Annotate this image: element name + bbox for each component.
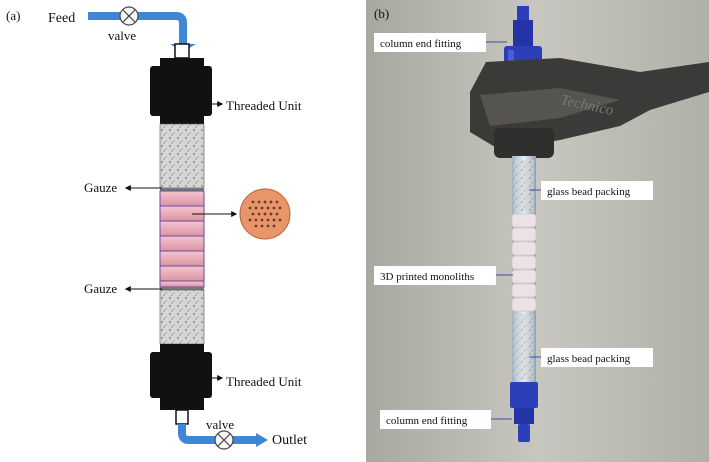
valve-bottom-label: valve — [206, 417, 234, 432]
callout-column-end-fitting-top: column end fitting — [374, 33, 507, 52]
bottom-gauze — [160, 287, 204, 290]
bottom-bead-packing — [514, 314, 534, 380]
gauze-top-label: Gauze — [84, 180, 117, 195]
bottom-cap — [160, 398, 204, 410]
top-glass-bead-section — [159, 123, 205, 189]
monolith-cross-section-icon — [239, 188, 291, 240]
outlet-arrow — [256, 433, 268, 447]
monolith-stack — [159, 190, 205, 288]
callout-column-end-fitting-bottom: column end fitting — [380, 410, 512, 429]
valve-top-label: valve — [108, 28, 136, 43]
bottom-threaded-unit — [150, 352, 212, 398]
panel-a: (a) Feed valve Threaded Unit Gauze — [6, 6, 307, 450]
callout-glass-bead-packing-bottom: glass bead packing — [529, 348, 653, 367]
feed-pipe — [88, 12, 187, 44]
printed-monolith-stack — [511, 213, 537, 312]
top-threaded-neck — [160, 116, 204, 124]
valve-bottom-icon — [214, 430, 234, 450]
glass-bead-packing-bottom-label: glass bead packing — [547, 353, 631, 365]
top-bead-packing — [514, 160, 534, 212]
panel-a-label: (a) — [6, 8, 20, 23]
top-threaded-unit — [150, 66, 212, 116]
top-connector — [174, 43, 190, 59]
glass-bead-packing-top-label: glass bead packing — [547, 186, 631, 198]
column-end-fitting-bottom-label: column end fitting — [386, 415, 468, 427]
top-cap — [160, 58, 204, 66]
printed-monoliths-label: 3D printed monoliths — [380, 271, 474, 283]
threaded-unit-bottom-label: Threaded Unit — [226, 374, 302, 389]
feed-label: Feed — [48, 11, 75, 26]
bottom-end-fitting — [510, 382, 538, 442]
gauze-bottom-label: Gauze — [84, 281, 117, 296]
threaded-unit-top-label: Threaded Unit — [226, 98, 302, 113]
clamp: Technico — [470, 58, 709, 158]
bottom-connector — [175, 409, 189, 425]
callout-printed-monoliths: 3D printed monoliths — [374, 266, 513, 285]
outlet-pipe — [178, 424, 256, 444]
outlet-label: Outlet — [272, 433, 307, 448]
bottom-threaded-neck — [160, 344, 204, 352]
callout-glass-bead-packing-top: glass bead packing — [529, 181, 653, 200]
panel-b-label: (b) — [374, 6, 389, 21]
top-gauze — [160, 188, 204, 191]
panel-b: (b) Technico — [366, 0, 709, 462]
valve-top-icon — [119, 6, 139, 26]
column-end-fitting-top-label: column end fitting — [380, 38, 462, 50]
bottom-glass-bead-section — [159, 289, 205, 345]
